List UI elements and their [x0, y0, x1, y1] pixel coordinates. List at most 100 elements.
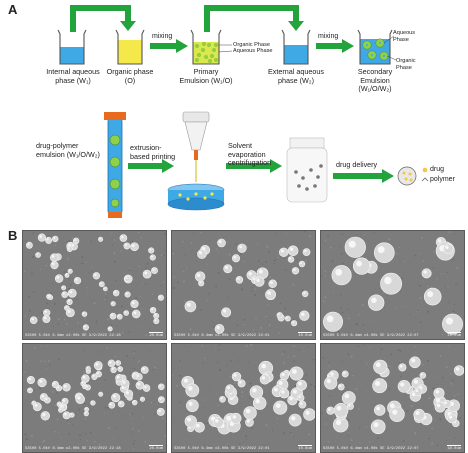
surface-texture — [278, 332, 281, 334]
surface-texture — [67, 422, 70, 425]
secondary-organic-legend: Organic Phase — [396, 58, 416, 71]
microsphere — [64, 272, 70, 278]
surface-texture — [454, 233, 456, 235]
primary-emulsion-label: Primary Emulsion (W₁/O) — [179, 67, 233, 85]
microsphere — [434, 401, 446, 413]
surface-texture — [252, 256, 254, 258]
surface-texture — [196, 255, 198, 257]
microsphere-highlight — [188, 401, 193, 406]
microsphere — [82, 324, 89, 331]
surface-texture — [215, 248, 218, 251]
microsphere — [131, 399, 138, 406]
surface-texture — [191, 249, 193, 251]
surface-texture — [281, 353, 284, 355]
microsphere — [186, 399, 199, 412]
surface-texture — [172, 316, 174, 318]
microsphere — [370, 419, 386, 435]
surface-texture — [419, 297, 422, 299]
surface-texture — [402, 440, 405, 443]
solvent-evaporation-label: Solvent evaporation centrifugation — [228, 141, 272, 167]
surface-texture — [195, 260, 197, 262]
surface-texture — [54, 446, 56, 448]
surface-texture — [259, 243, 261, 245]
microsphere — [26, 375, 35, 384]
surface-texture — [23, 270, 26, 273]
microsphere-highlight — [330, 372, 334, 376]
surface-texture — [268, 320, 270, 322]
surface-texture — [90, 410, 92, 412]
surface-texture — [399, 249, 401, 251]
microsphere — [323, 311, 343, 332]
microsphere — [372, 378, 388, 394]
beaker-primary-emulsion — [190, 29, 222, 65]
surface-texture — [296, 324, 298, 326]
surface-texture — [382, 293, 384, 294]
surface-texture — [282, 361, 285, 364]
surface-texture — [72, 275, 75, 277]
surface-texture — [377, 437, 380, 439]
surface-texture — [172, 374, 174, 377]
sem-particles-1 — [23, 231, 166, 337]
surface-texture — [406, 410, 409, 412]
microsphere-highlight — [292, 389, 298, 394]
microsphere — [67, 268, 73, 274]
microsphere-highlight — [53, 236, 56, 240]
surface-texture — [376, 310, 378, 312]
surface-texture — [31, 272, 33, 275]
surface-texture — [219, 368, 222, 371]
surface-texture — [163, 308, 165, 310]
microsphere-highlight — [62, 399, 66, 402]
surface-texture — [299, 447, 301, 449]
surface-texture — [346, 308, 349, 311]
surface-texture — [293, 355, 296, 358]
surface-texture — [41, 242, 43, 244]
surface-texture — [179, 374, 181, 377]
organic-phase-label: Organic phase (O) — [106, 67, 154, 85]
microsphere — [297, 394, 305, 402]
surface-texture — [331, 260, 334, 263]
microsphere — [40, 411, 50, 421]
surface-texture — [347, 418, 350, 421]
surface-texture — [341, 253, 343, 255]
microsphere — [107, 359, 116, 368]
microsphere-highlight — [111, 302, 114, 304]
microsphere-highlight — [82, 312, 85, 315]
microsphere-highlight — [420, 373, 423, 376]
microsphere — [157, 383, 165, 391]
surface-texture — [84, 402, 86, 405]
microsphere — [254, 276, 265, 287]
microsphere — [273, 400, 288, 415]
surface-texture — [47, 360, 50, 363]
surface-texture — [184, 254, 187, 256]
surface-texture — [103, 411, 105, 413]
scale-bar-6 — [447, 445, 461, 446]
emulsion-droplet — [202, 42, 206, 46]
surface-texture — [251, 427, 253, 429]
mixing-label-2: mixing — [318, 33, 339, 40]
surface-texture — [266, 245, 269, 248]
microsphere — [123, 310, 129, 316]
surface-texture — [56, 392, 58, 394]
microsphere-highlight — [444, 401, 448, 405]
surface-texture — [358, 401, 360, 402]
surface-texture — [248, 361, 250, 363]
surface-texture — [445, 366, 448, 368]
surface-texture — [112, 437, 114, 439]
microsphere-highlight — [356, 260, 363, 267]
surface-texture — [163, 281, 165, 283]
surface-texture — [450, 440, 452, 442]
surface-texture — [419, 284, 421, 287]
surface-texture — [68, 278, 70, 280]
surface-texture — [110, 399, 111, 400]
surface-texture — [114, 279, 117, 282]
sem-particles-5 — [172, 344, 315, 450]
surface-texture — [244, 331, 245, 333]
microsphere — [443, 243, 454, 254]
microsphere-highlight — [376, 406, 380, 411]
surface-texture — [186, 267, 188, 269]
surface-texture — [88, 328, 91, 330]
microsphere — [231, 254, 241, 263]
surface-texture — [133, 350, 135, 353]
microsphere — [276, 312, 283, 319]
sem-scale-2: 10.0um — [298, 334, 312, 338]
